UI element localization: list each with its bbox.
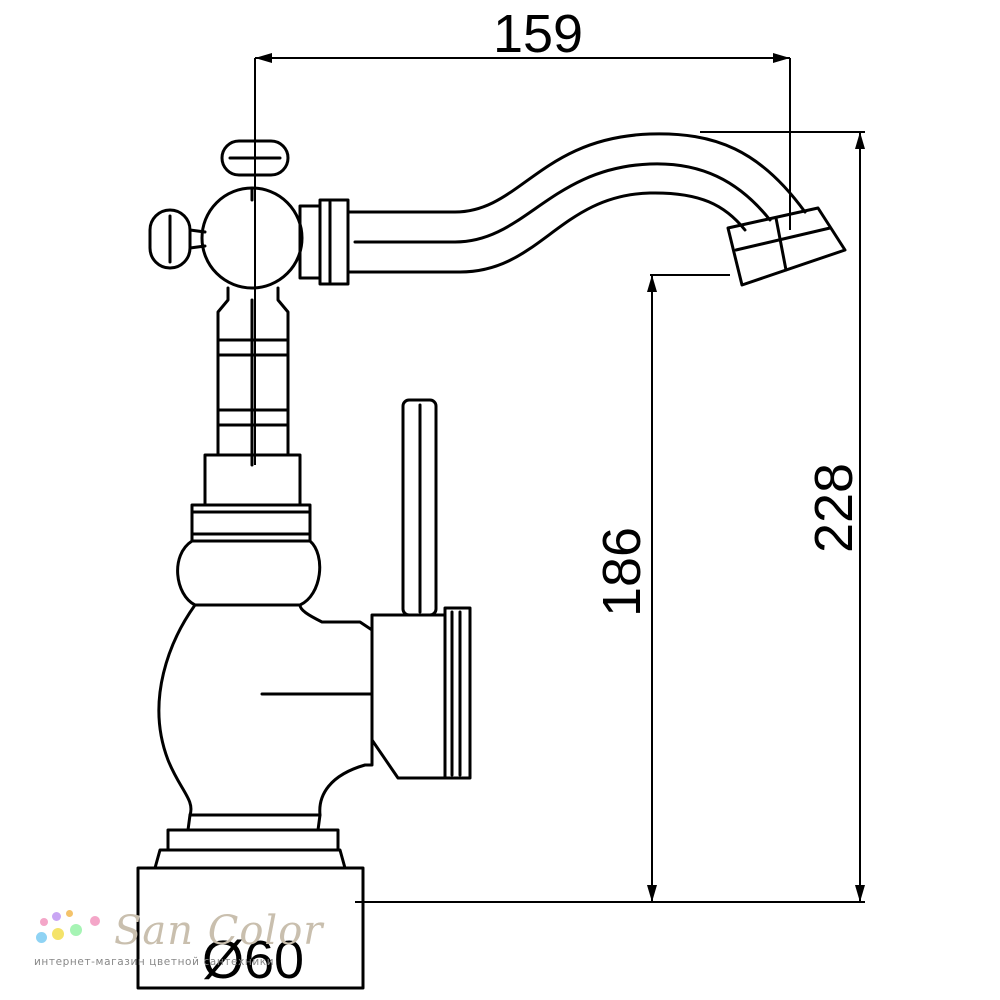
dimension-width-label: 159 [493, 4, 583, 64]
dimension-lines [254, 53, 865, 903]
logo-dot-icon [66, 910, 73, 917]
faucet-outline [136, 132, 847, 990]
logo-dot-icon [36, 932, 47, 943]
logo-dot-icon [70, 924, 82, 936]
watermark-tagline: интернет-магазин цветной сантехники [34, 956, 275, 968]
dimension-base-diameter-label: Ø60 [202, 930, 304, 990]
dimension-spout-height-label: 186 [592, 527, 652, 617]
dimension-total-height-label: 228 [804, 463, 864, 553]
logo-dot-icon [40, 918, 48, 926]
logo-dot-icon [52, 928, 64, 940]
logo-dot-icon [90, 916, 100, 926]
logo-dot-icon [52, 912, 61, 921]
watermark-brand: San Color [114, 908, 324, 954]
watermark-logo: San Color интернет-магазин цветной санте… [34, 908, 394, 978]
